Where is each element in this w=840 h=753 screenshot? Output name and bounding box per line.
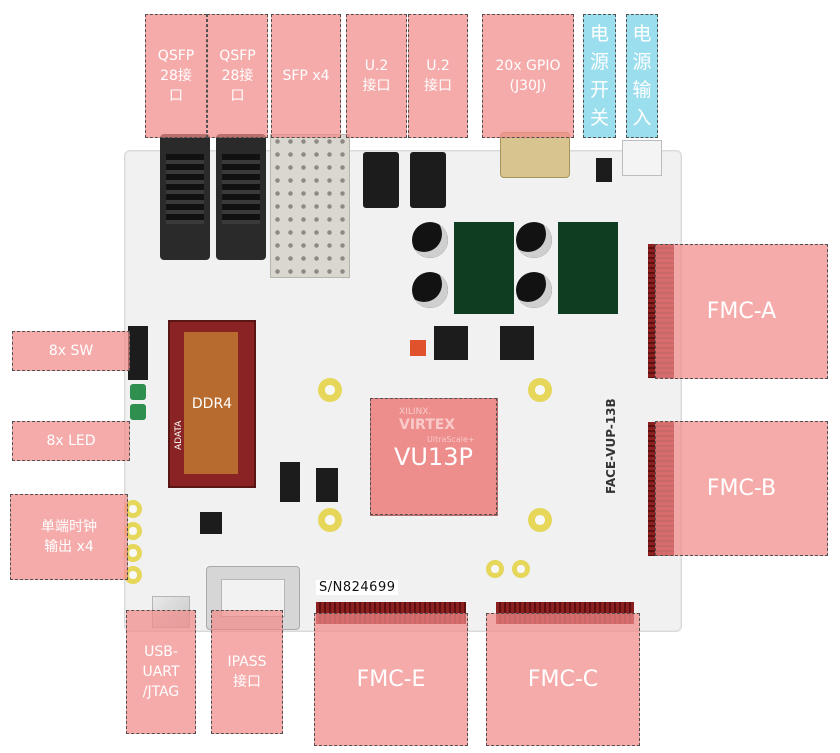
label-fmc-c: FMC-C <box>486 613 640 746</box>
qsfp-cage-1 <box>160 134 210 260</box>
chip-sub: UltraScale+ <box>427 435 475 444</box>
qsfp-cage-2 <box>216 134 266 260</box>
label-gpio: 20x GPIO (J30J) <box>482 14 574 138</box>
fpga-chip: XILINX. VIRTEX UltraScale+ <box>370 398 498 516</box>
label-sw: 8x SW <box>12 331 130 371</box>
label-clock-output: 单端时钟 输出 x4 <box>10 494 128 580</box>
gpio-connector <box>500 132 570 178</box>
mounting-hole <box>528 508 552 532</box>
sma-connector <box>124 522 142 540</box>
mounting-hole <box>528 378 552 402</box>
capacitor <box>516 272 552 308</box>
label-fmc-a: FMC-A <box>655 244 828 379</box>
power-module <box>454 222 514 314</box>
capacitor <box>516 222 552 258</box>
sma-connector <box>124 500 142 518</box>
sma-connector <box>124 566 142 584</box>
label-u2-1: U.2 接口 <box>346 14 407 138</box>
board-model: FACE-VUP-13B <box>604 398 618 494</box>
sfp-cage <box>270 134 350 278</box>
mounting-hole <box>318 378 342 402</box>
ic <box>434 326 468 360</box>
sma-connector <box>124 544 142 562</box>
label-ddr4: DDR4 <box>191 396 233 412</box>
power-switch <box>596 158 612 182</box>
sma-connector <box>486 560 504 578</box>
jumper <box>410 340 426 356</box>
label-vu13p: VU13P <box>370 398 497 515</box>
mounting-hole <box>318 508 342 532</box>
label-fmc-e: FMC-E <box>314 613 468 746</box>
label-ipass: IPASS 接口 <box>211 610 283 734</box>
label-sfp: SFP x4 <box>271 14 341 138</box>
label-fmc-b: FMC-B <box>655 421 828 556</box>
serial-number: S/N824699 <box>316 580 399 595</box>
push-button <box>130 384 146 400</box>
label-qsfp-1: QSFP 28接 口 <box>145 14 207 138</box>
label-led: 8x LED <box>12 421 130 461</box>
ic <box>200 512 222 534</box>
dip-switch <box>128 326 148 380</box>
label-qsfp-2: QSFP 28接 口 <box>207 14 268 138</box>
power-module <box>558 222 618 314</box>
capacitor <box>412 272 448 308</box>
label-u2-2: U.2 接口 <box>408 14 468 138</box>
ic <box>280 462 300 502</box>
push-button <box>130 404 146 420</box>
sma-connector <box>512 560 530 578</box>
ddr4-module: ADATA <box>168 320 256 488</box>
u2-connector-1 <box>363 152 399 208</box>
ram-brand: ADATA <box>174 420 184 450</box>
capacitor <box>412 222 448 258</box>
label-power-input: 电 源 输 入 <box>626 14 658 138</box>
chip-family: VIRTEX <box>399 417 456 433</box>
ic <box>500 326 534 360</box>
label-usb-uart-jtag: USB- UART /JTAG <box>126 610 196 734</box>
power-input-connector <box>622 140 662 176</box>
ic <box>316 468 338 502</box>
chip-brand: XILINX. <box>399 407 432 417</box>
u2-connector-2 <box>410 152 446 208</box>
label-power-switch: 电 源 开 关 <box>583 14 616 138</box>
